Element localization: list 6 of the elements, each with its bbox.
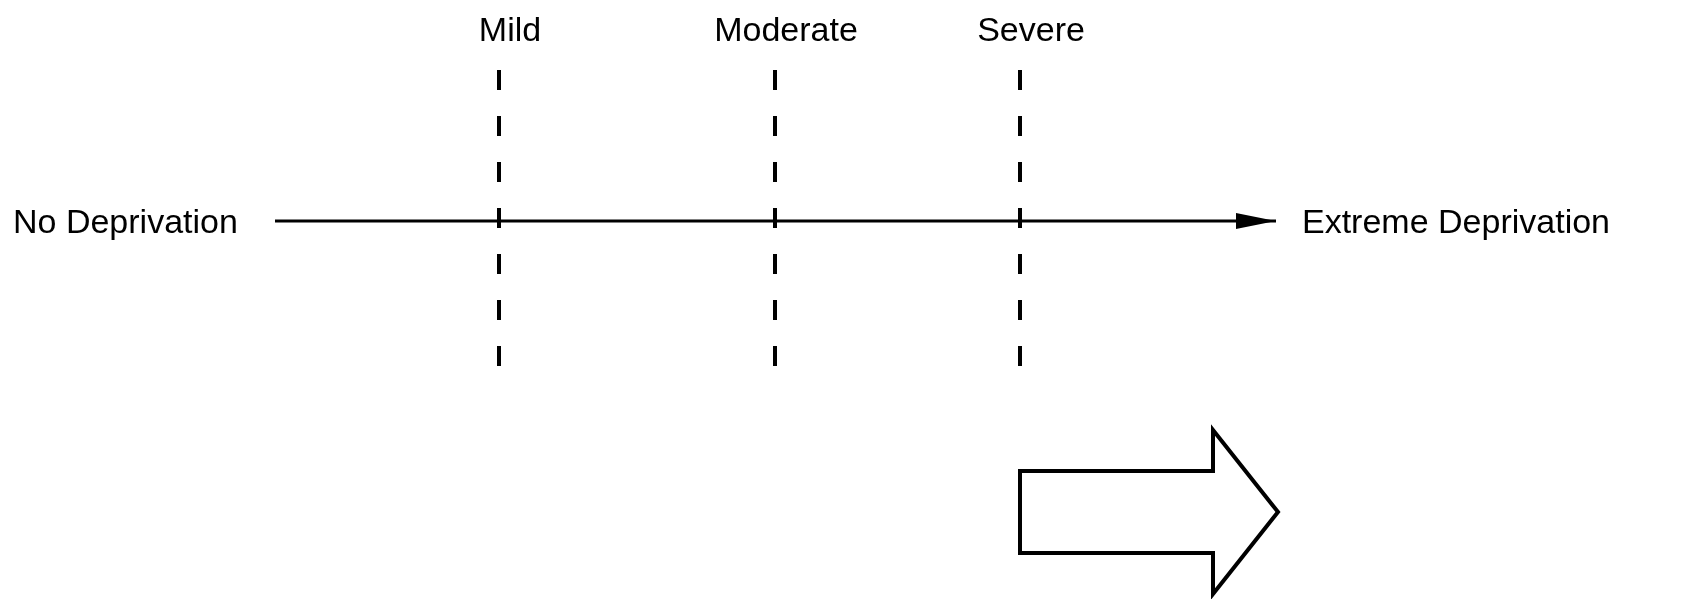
severity-label: Moderate <box>714 12 858 46</box>
severity-label: Mild <box>478 12 542 46</box>
axis-end-label: No Deprivation <box>13 204 275 238</box>
axis-end-label: Extreme Deprivation <box>1276 204 1610 238</box>
severity-label: Severe <box>977 12 1085 46</box>
arrow <box>275 213 1276 229</box>
